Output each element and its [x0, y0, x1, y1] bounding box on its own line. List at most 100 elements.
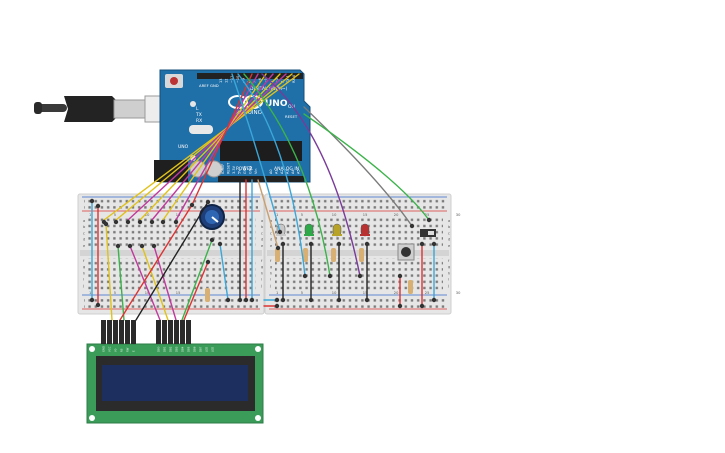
wire-endpoint[interactable]	[364, 241, 370, 247]
wire-endpoint[interactable]	[151, 243, 157, 249]
wire-endpoint[interactable]	[205, 199, 211, 205]
wire-endpoint[interactable]	[419, 241, 425, 247]
wire-endpoint[interactable]	[243, 297, 249, 303]
terminal-strip-top[interactable]	[88, 217, 256, 249]
resistor[interactable]	[205, 288, 210, 302]
wire[interactable]	[141, 245, 169, 321]
wire-endpoint[interactable]	[89, 297, 95, 303]
lcd-pin[interactable]	[186, 320, 191, 344]
wire[interactable]	[153, 245, 177, 321]
led-white[interactable]	[276, 223, 286, 237]
led-yellow[interactable]	[332, 223, 342, 237]
wire[interactable]	[219, 243, 229, 301]
wire-endpoint[interactable]	[139, 243, 145, 249]
wire[interactable]	[175, 73, 259, 221]
wire-endpoint[interactable]	[89, 198, 95, 204]
wire-endpoint[interactable]	[409, 223, 415, 229]
wire-endpoint[interactable]	[336, 241, 342, 247]
wire-endpoint[interactable]	[397, 303, 403, 309]
wire[interactable]	[135, 201, 209, 321]
reset-button-cap[interactable]	[170, 77, 178, 85]
wire[interactable]	[261, 73, 361, 277]
wire[interactable]	[181, 239, 213, 321]
wire-endpoint[interactable]	[277, 229, 283, 235]
wire-endpoint[interactable]	[209, 237, 215, 243]
wire-endpoint[interactable]	[189, 202, 195, 208]
wire-endpoint[interactable]	[431, 241, 437, 247]
power-rail-top[interactable]	[84, 199, 258, 209]
lcd-pin[interactable]	[162, 320, 167, 344]
wire-endpoint[interactable]	[113, 219, 119, 225]
wire-endpoint[interactable]	[103, 221, 109, 227]
led-red[interactable]	[360, 223, 370, 237]
wire-endpoint[interactable]	[237, 297, 243, 303]
wire-endpoint[interactable]	[95, 302, 101, 308]
wire-endpoint[interactable]	[149, 219, 155, 225]
lcd-pin[interactable]	[119, 320, 124, 344]
potentiometer-icon[interactable]	[199, 204, 225, 230]
wire-endpoint[interactable]	[275, 245, 281, 251]
wire-endpoint[interactable]	[125, 219, 131, 225]
wire-endpoint[interactable]	[308, 241, 314, 247]
wire[interactable]	[183, 261, 209, 321]
wire-endpoint[interactable]	[127, 243, 133, 249]
wire-endpoint[interactable]	[274, 297, 280, 303]
lcd-pin[interactable]	[180, 320, 185, 344]
lcd-pin[interactable]	[107, 320, 112, 344]
wire-endpoint[interactable]	[431, 297, 437, 303]
wire[interactable]	[151, 73, 274, 221]
wire-endpoint[interactable]	[95, 203, 101, 209]
wire[interactable]	[127, 73, 287, 221]
led-green[interactable]	[304, 223, 314, 237]
usb-cable-icon[interactable]	[34, 95, 181, 123]
wire-endpoint[interactable]	[308, 297, 314, 303]
wire-endpoint[interactable]	[302, 273, 308, 279]
wire[interactable]	[231, 73, 281, 233]
wire[interactable]	[243, 73, 331, 277]
wire[interactable]	[129, 245, 161, 321]
lcd-pin[interactable]	[131, 320, 136, 344]
resistor[interactable]	[275, 248, 280, 262]
wire[interactable]	[162, 73, 267, 221]
wire[interactable]	[117, 245, 125, 321]
wire-endpoint[interactable]	[217, 241, 223, 247]
wire[interactable]	[191, 73, 253, 206]
lcd-pin[interactable]	[156, 320, 161, 344]
resistor[interactable]	[331, 248, 336, 262]
wire-endpoint[interactable]	[225, 297, 231, 303]
wire-endpoint[interactable]	[115, 243, 121, 249]
wire-endpoint[interactable]	[249, 297, 255, 303]
wire[interactable]	[257, 179, 279, 249]
wire-endpoint[interactable]	[280, 297, 286, 303]
wire[interactable]	[303, 106, 413, 227]
resistor[interactable]	[408, 280, 413, 294]
wire-endpoint[interactable]	[173, 219, 179, 225]
wire[interactable]	[119, 204, 193, 321]
wire-endpoint[interactable]	[397, 273, 403, 279]
pushbutton-icon[interactable]	[397, 243, 415, 261]
terminal-strip-top[interactable]	[275, 217, 443, 249]
wire-endpoint[interactable]	[137, 219, 143, 225]
lcd-pin[interactable]	[168, 320, 173, 344]
wire[interactable]	[139, 73, 281, 221]
wire-endpoint[interactable]	[426, 217, 432, 223]
resistor[interactable]	[359, 248, 364, 262]
wire-endpoint[interactable]	[357, 273, 363, 279]
terminal-strip-bottom[interactable]	[88, 258, 256, 290]
wire[interactable]	[237, 73, 306, 277]
slide-switch-icon[interactable]	[420, 229, 436, 237]
lcd-pin[interactable]	[174, 320, 179, 344]
wire-endpoint[interactable]	[160, 219, 166, 225]
resistor[interactable]	[303, 248, 308, 262]
wire-endpoint[interactable]	[274, 303, 280, 309]
wire-endpoint[interactable]	[280, 241, 286, 247]
wire-endpoint[interactable]	[205, 259, 211, 265]
wire-endpoint[interactable]	[364, 297, 370, 303]
lcd-pin[interactable]	[125, 320, 130, 344]
wire[interactable]	[303, 113, 430, 221]
power-rail-bottom[interactable]	[271, 298, 445, 308]
lcd-pin[interactable]	[101, 320, 106, 344]
wire-endpoint[interactable]	[327, 273, 333, 279]
